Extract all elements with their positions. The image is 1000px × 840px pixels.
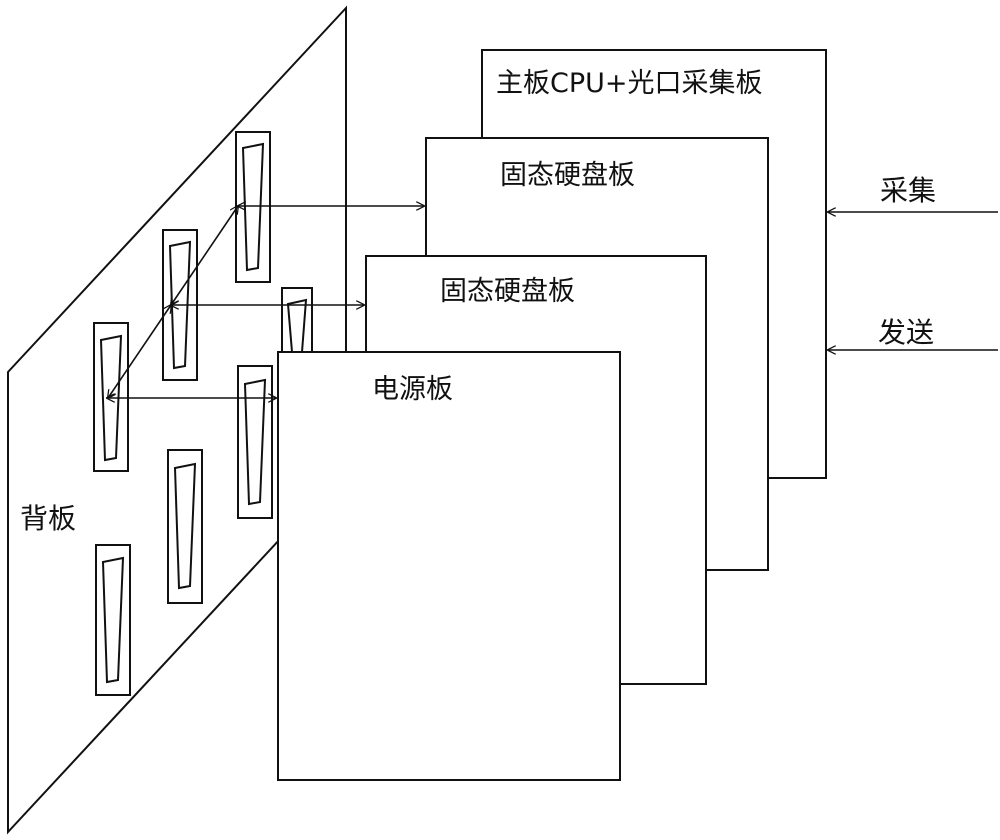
backplane-label: 背板 [20,502,76,535]
connector-slot-4 [237,365,273,519]
connector-slot-6 [95,544,131,696]
connector-slot-1 [235,131,271,283]
power-board-label: 电源板 [372,374,453,405]
arrow-connector-3-to-2 [108,305,171,398]
collect-label: 采集 [880,174,936,207]
connector-slot-5 [167,449,203,604]
power-board [277,351,621,781]
ssd-board-1-label: 固态硬盘板 [500,160,635,191]
ssd-board-2-label: 固态硬盘板 [440,276,575,307]
connection-arrows [107,206,424,398]
arrow-connector-2-to-1 [171,206,238,305]
connector-slot-7 [281,287,313,353]
external-inputs [828,212,998,350]
send-label: 发送 [878,316,934,349]
main-cpu-board-label: 主板CPU+光口采集板 [496,68,763,99]
connector-slot-3 [93,322,129,472]
